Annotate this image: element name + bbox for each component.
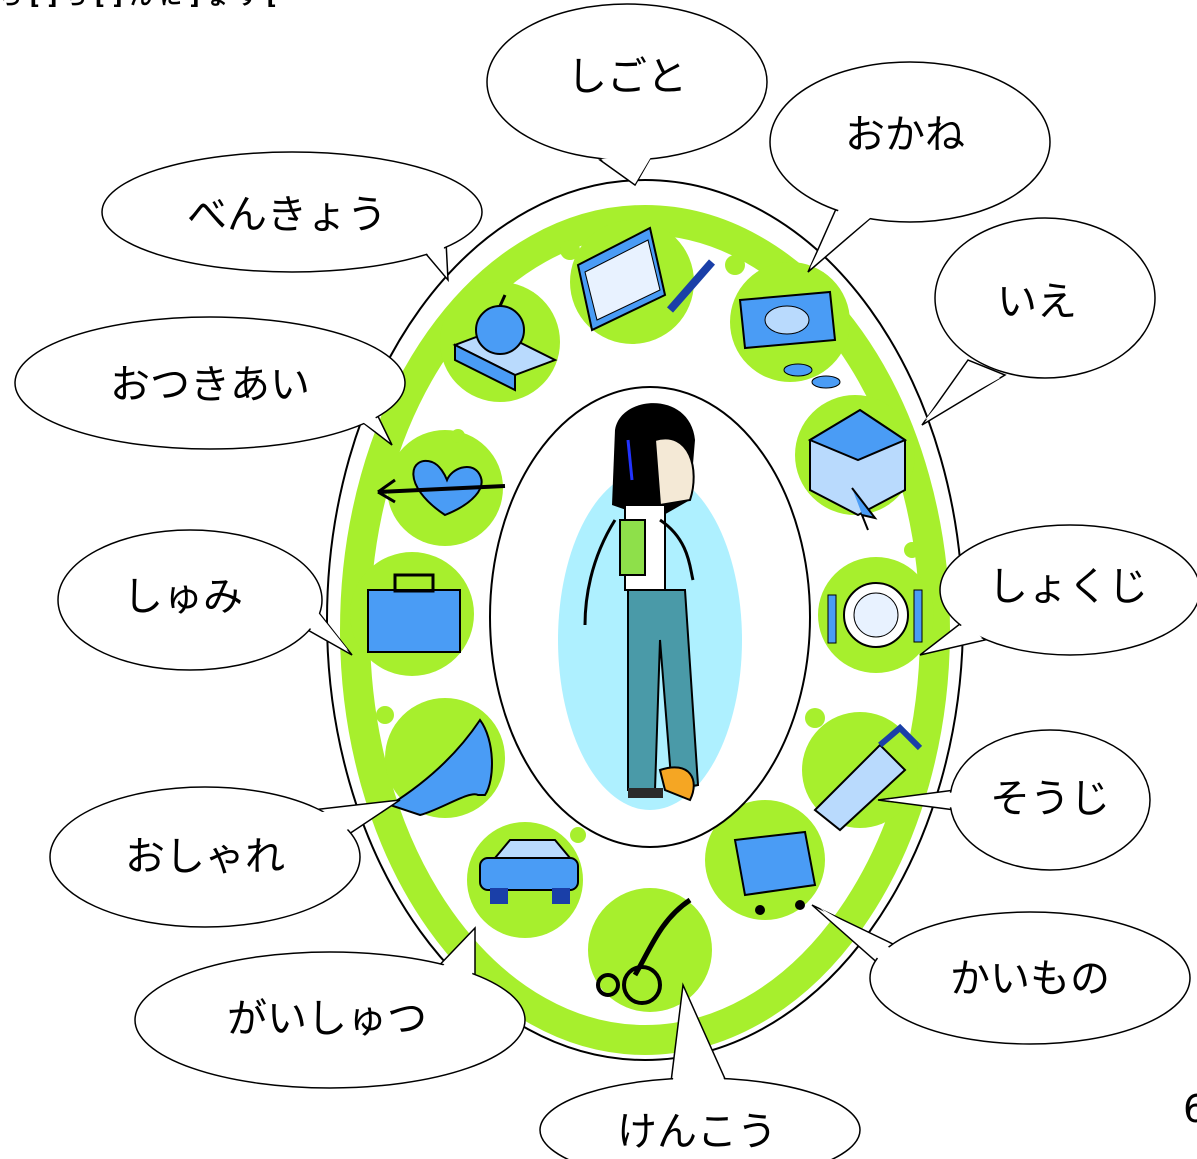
briefcase-icon: [367, 573, 461, 653]
bubble-ie: いえ: [921, 217, 1156, 426]
bubble-benkyou: べんきょう: [101, 151, 483, 283]
bubble-oshare: おしゃれ: [49, 786, 401, 928]
heart-arrow-icon: [377, 459, 506, 517]
bubble-shigoto: しごと: [486, 3, 768, 187]
label-otsukiai: おつきあい: [110, 362, 310, 408]
vacuum-icon: [813, 723, 923, 832]
book-apple-icon: [452, 294, 558, 392]
label-kenkou: けんこう: [617, 1109, 777, 1155]
page-number: 6: [1183, 1087, 1197, 1131]
label-okane: おかね: [845, 112, 965, 158]
bubble-shumi: しゅみ: [57, 529, 353, 671]
walking-student-icon: [558, 403, 742, 810]
bubble-shokuji: しょくじ: [919, 524, 1197, 656]
bubble-kaimono: かいもの: [811, 904, 1191, 1045]
notebook-pen-icon: [576, 226, 716, 332]
label-kaimono: かいもの: [950, 956, 1110, 1002]
high-heel-icon: [387, 718, 493, 817]
bubble-gaishutsu: がいしゅつ: [134, 926, 526, 1089]
plate-cutlery-icon: [827, 582, 923, 648]
label-shigoto: しごと: [567, 54, 687, 100]
label-ie: いえ: [997, 279, 1077, 325]
bubble-okane: おかね: [769, 61, 1051, 273]
house-icon: [807, 408, 908, 531]
stethoscope-icon: [596, 897, 692, 1005]
bubble-souji: そうじ: [877, 729, 1151, 871]
money-coins-icon: [738, 290, 841, 389]
bubble-kenkou: けんこう: [539, 982, 861, 1159]
bubble-otsukiai: おつきあい: [14, 316, 406, 450]
label-shokuji: しょくじ: [988, 564, 1148, 610]
label-benkyou: べんきょう: [187, 192, 387, 238]
car-icon: [479, 839, 579, 904]
label-gaishutsu: がいしゅつ: [227, 996, 427, 1042]
label-shumi: しゅみ: [123, 574, 243, 620]
label-oshare: おしゃれ: [125, 834, 285, 880]
shopping-cart-icon: [733, 830, 817, 915]
label-souji: そうじ: [990, 776, 1110, 822]
header-fragment: ろ [ ] ち [ ] ん に ] ょ す [: [0, 0, 277, 10]
